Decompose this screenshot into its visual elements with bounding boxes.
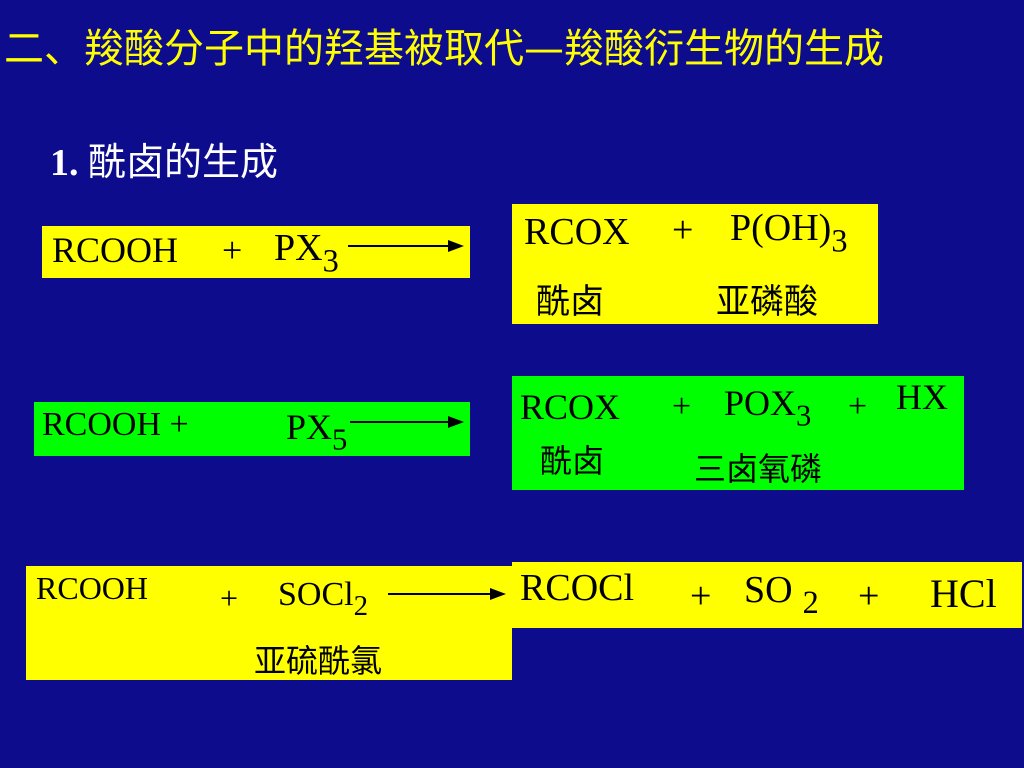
reaction1-reagent-subscript: 3 <box>322 242 339 279</box>
reaction3-product3: HCl <box>930 571 997 616</box>
reaction1-product2: P(OH)3 <box>730 207 848 259</box>
reaction3-reactant: RCOOH <box>36 570 149 606</box>
reaction2-reactant: RCOOH + <box>42 406 189 443</box>
page-title: 二、羧酸分子中的羟基被取代—羧酸衍生物的生成 <box>4 26 884 72</box>
section-heading: 1. 酰卤的生成 <box>50 140 278 185</box>
reaction2-reactant-box: RCOOH + PX5 <box>34 402 470 457</box>
reaction2-product-box: RCOX + POX3 + HX 酰卤 三卤氧磷 <box>512 376 964 490</box>
reaction1-reactant: RCOOH <box>52 230 179 270</box>
reaction1-product-plus: + <box>672 209 694 251</box>
reaction2-product2-name: 三卤氧磷 <box>694 450 823 488</box>
reaction1-product1-name: 酰卤 <box>536 282 604 322</box>
reaction2-plus: + <box>672 388 692 425</box>
reaction3-arrow <box>388 588 506 600</box>
reaction2-product2: POX3 <box>724 383 812 433</box>
reaction3-product2-subscript: 2 <box>802 584 819 621</box>
reaction2-reagent: PX5 <box>286 407 348 457</box>
reaction3-plus2: + <box>690 575 712 617</box>
reaction2-product2-subscript: 3 <box>796 398 812 433</box>
reaction3-reagent: SOCl2 <box>278 576 369 623</box>
reaction3-plus: + <box>220 580 239 616</box>
reaction3-reagent-name: 亚硫酰氯 <box>254 642 383 680</box>
reaction2-plus2: + <box>848 388 868 425</box>
reaction1-arrow <box>348 240 464 252</box>
section-title: 酰卤的生成 <box>88 140 279 184</box>
reaction2-product3: HX <box>896 377 948 417</box>
reaction2-arrow <box>350 416 464 428</box>
reaction1-plus: + <box>222 230 243 270</box>
reaction3-reagent-subscript: 2 <box>353 590 369 623</box>
reaction2-product1: RCOX <box>520 387 621 427</box>
reaction1-reagent: PX3 <box>274 227 339 279</box>
reaction1-product2-subscript: 3 <box>831 222 848 259</box>
reaction1-product2-name: 亚磷酸 <box>716 282 818 322</box>
reaction1-product-box: RCOX + P(OH)3 酰卤 亚磷酸 <box>512 204 878 324</box>
reaction3-product1: RCOCl <box>520 567 635 609</box>
reaction3-reactant-box: RCOOH + SOCl2 亚硫酰氯 <box>26 566 512 680</box>
reaction3-plus3: + <box>858 575 880 617</box>
reaction1-reactant-box: RCOOH + PX3 <box>42 226 470 278</box>
reaction2-reagent-subscript: 5 <box>332 422 348 457</box>
section-number: 1. <box>50 142 79 184</box>
reaction2-product1-name: 酰卤 <box>540 442 605 480</box>
reaction1-product1: RCOX <box>524 211 630 253</box>
